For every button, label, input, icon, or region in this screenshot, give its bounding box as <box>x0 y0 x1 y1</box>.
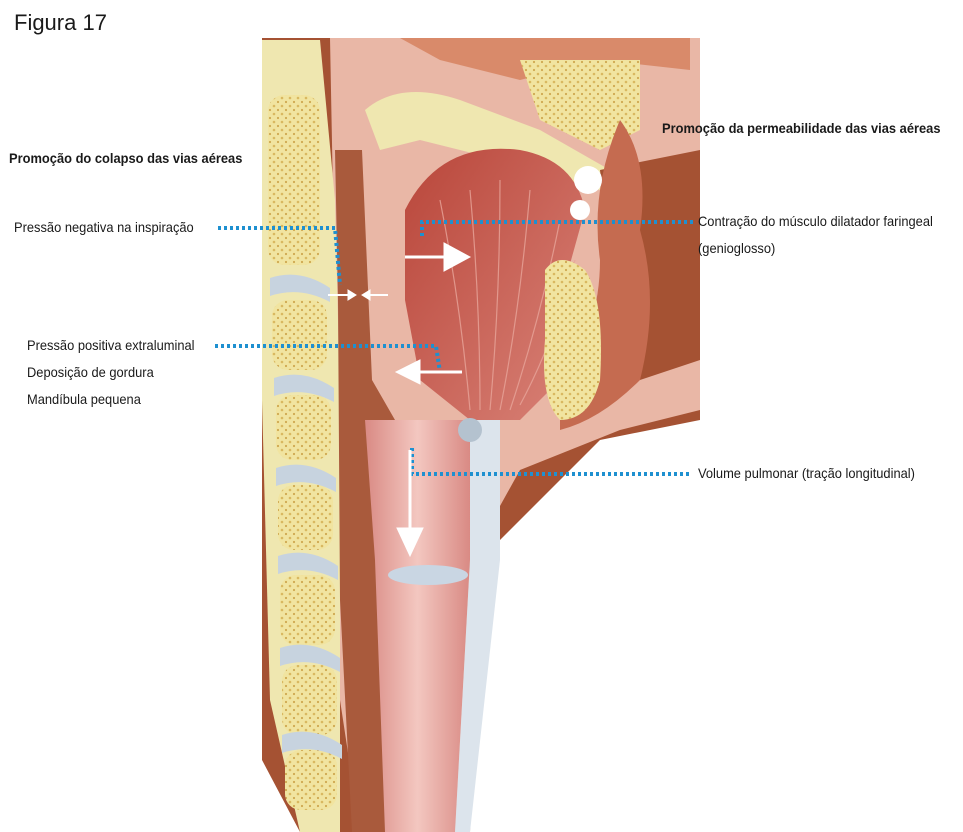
upper-tooth <box>574 166 602 194</box>
lower-tooth <box>570 200 590 220</box>
heading-airway-collapse: Promoção do colapso das vias aéreas <box>9 150 242 166</box>
label-positive-pressure: Pressão positiva extraluminal <box>27 337 195 353</box>
label-fat-deposition: Deposição de gordura <box>27 364 154 380</box>
heading-airway-patency: Promoção da permeabilidade das vias aére… <box>662 120 940 136</box>
larynx-trachea <box>365 418 500 832</box>
label-dilator-contraction: Contração do músculo dilatador faringeal <box>698 213 933 229</box>
label-small-mandible: Mandíbula pequena <box>27 391 141 407</box>
label-negative-pressure: Pressão negativa na inspiração <box>14 219 194 235</box>
label-lung-volume: Volume pulmonar (tração longitudinal) <box>698 465 915 481</box>
spine <box>262 40 342 832</box>
label-genioglossus: (genioglosso) <box>698 240 775 256</box>
